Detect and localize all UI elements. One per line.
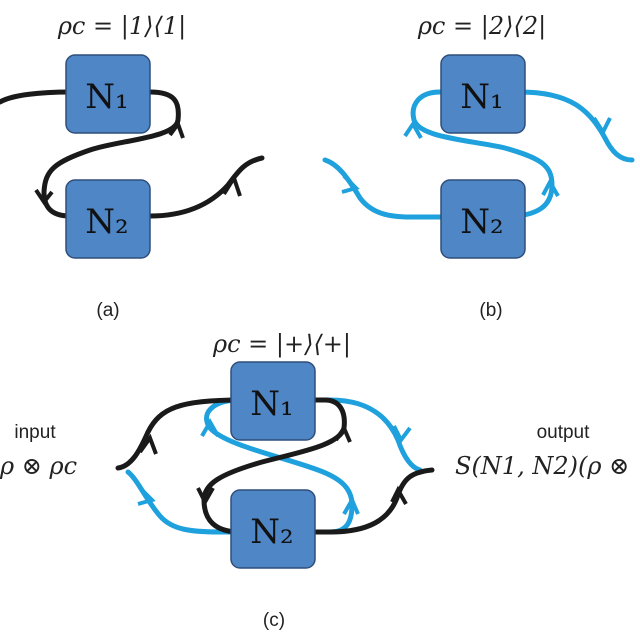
panel-c-arrow-black-right <box>390 485 408 505</box>
panel-c-arrow-black-top <box>334 423 352 443</box>
panel-a: ρc = |1⟩⟨1| N₁ N₂ (a) <box>0 12 265 321</box>
panel-c: ρc = |+⟩⟨+| input ρ ⊗ ρc output S(N1, N2… <box>0 330 629 631</box>
panel-b-box-n1-label: N₁ <box>460 77 503 117</box>
panel-a-arrow-3 <box>222 173 242 197</box>
panel-a-box-n1-label: N₁ <box>85 77 128 117</box>
panel-c-arrow-blue-bottom <box>342 495 360 515</box>
panel-c-box-n1 <box>230 361 316 441</box>
panel-b-caption: (b) <box>479 300 502 321</box>
panel-c-input-expr: ρ ⊗ ρc <box>0 452 77 480</box>
panel-c-box-n2 <box>230 489 316 569</box>
panel-b-control-state: ρc = |2⟩⟨2| <box>417 12 546 41</box>
panel-a-box-n2-label: N₂ <box>85 202 128 242</box>
panel-b-blue-path <box>322 89 635 220</box>
panel-b-box-n1 <box>440 54 526 134</box>
panel-c-box-n1-label: N₁ <box>250 384 293 424</box>
panel-c-arrow-blue-right <box>392 425 412 444</box>
panel-b-arrow-3 <box>403 120 423 139</box>
panel-c-input-label: input <box>14 422 56 443</box>
panel-b-arrow-1 <box>341 174 360 194</box>
panel-a-caption: (a) <box>96 300 119 321</box>
panel-b-arrow-2 <box>541 177 560 197</box>
panel-c-black-path <box>115 397 435 535</box>
panel-c-output-expr: S(N1, N2)(ρ ⊗ <box>455 452 629 480</box>
panel-a-box-n2 <box>65 179 151 259</box>
panel-c-arrow-black-mid <box>196 487 215 507</box>
panel-c-blue-path <box>125 397 423 535</box>
panel-c-caption: (c) <box>263 610 285 631</box>
panel-c-arrow-blue-left <box>137 486 156 506</box>
panel-c-arrow-blue-mid <box>200 417 220 437</box>
panel-b-arrow-4 <box>592 116 612 137</box>
panel-a-black-path <box>0 89 265 219</box>
panel-c-arrow-black-left <box>138 433 158 455</box>
panel-c-box-n2-label: N₂ <box>250 512 293 552</box>
panel-a-box-n1 <box>65 54 151 134</box>
panel-c-output-label: output <box>537 422 591 443</box>
panel-a-arrow-2 <box>34 188 54 206</box>
panel-b-box-n2 <box>440 179 526 259</box>
panel-c-control-state: ρc = |+⟩⟨+| <box>212 330 351 359</box>
panel-a-arrow-1 <box>168 119 185 139</box>
panel-a-control-state: ρc = |1⟩⟨1| <box>57 12 186 41</box>
panel-b: ρc = |2⟩⟨2| N₁ N₂ (b) <box>322 12 635 321</box>
panel-b-box-n2-label: N₂ <box>460 202 503 242</box>
